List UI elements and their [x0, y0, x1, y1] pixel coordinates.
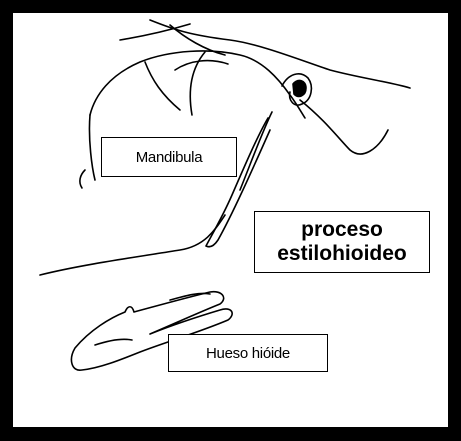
label-hueso-text: Hueso hióide — [206, 345, 290, 362]
neck-line — [300, 100, 388, 154]
label-proceso-line2: estilohioideo — [277, 242, 407, 266]
skull-outline — [150, 20, 410, 88]
label-hueso-hioide: Hueso hióide — [168, 334, 328, 372]
label-mandibula-text: Mandibula — [136, 149, 203, 166]
jaw-front — [80, 170, 85, 188]
label-proceso-estilohioideo: proceso estilohioideo — [254, 211, 430, 273]
mandible-notch — [145, 62, 180, 110]
mandible-ramus — [89, 115, 95, 180]
styloid-inner — [240, 112, 272, 190]
mandible-curve — [175, 61, 228, 70]
label-proceso-line1: proceso — [301, 218, 383, 242]
jaw-lower — [40, 215, 225, 275]
hyoid-inner — [95, 339, 132, 345]
label-mandibula: Mandibula — [101, 137, 237, 177]
ear-dark — [293, 81, 306, 97]
